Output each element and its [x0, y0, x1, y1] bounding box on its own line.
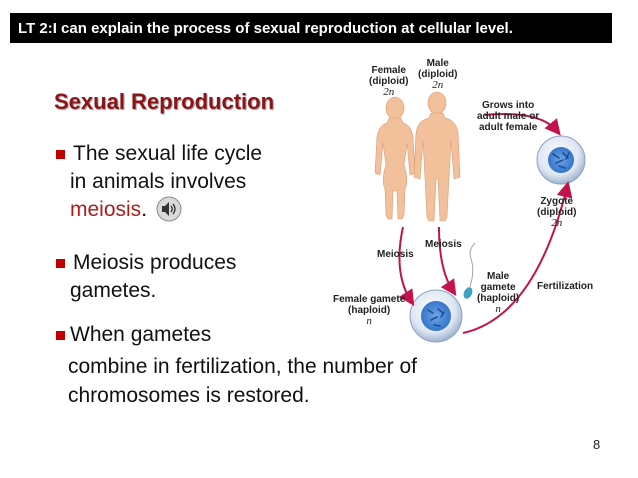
- zygote-cell-icon: [536, 135, 586, 185]
- egg-cell-icon: [409, 289, 463, 343]
- bullet-3-line-2: combine in fertilization, the number of: [68, 355, 418, 378]
- bullet-2-line-1: Meiosis produces: [73, 251, 237, 274]
- bullet-marker: [56, 150, 65, 159]
- bullet-2-line-2: gametes.: [70, 279, 157, 302]
- female-figure-icon: [374, 96, 416, 220]
- life-cycle-illustration: [374, 91, 586, 343]
- bullet-marker: [56, 259, 65, 268]
- speaker-icon[interactable]: [155, 196, 183, 222]
- bullet-1-line-2: in animals involves: [70, 170, 247, 193]
- meiosis-left-label: Meiosis: [377, 249, 414, 260]
- grow-arrow: [484, 113, 561, 136]
- learning-target-text: LT 2:I can explain the process of sexual…: [18, 20, 513, 37]
- male-figure-icon: [413, 91, 461, 222]
- life-cycle-figure: Female (diploid) 2n Male (diploid) 2n Gr…: [325, 55, 625, 405]
- bullet-1-period: .: [141, 198, 148, 221]
- grows-into-label: Grows into adult male or adult female: [477, 100, 540, 133]
- female-gamete-label: Female gamete (haploid) n: [333, 294, 406, 327]
- meiosis-right-label: Meiosis: [425, 239, 462, 250]
- bullet-1-line-1: The sexual life cycle: [73, 142, 263, 165]
- female-adult-label: Female (diploid) 2n: [369, 65, 409, 98]
- bullet-3-line-3: chromosomes is restored.: [68, 384, 310, 407]
- page-number: 8: [593, 437, 601, 452]
- fertilization-label: Fertilization: [537, 281, 594, 292]
- header-banner: LT 2:I can explain the process of sexual…: [10, 13, 612, 43]
- fertilization-arrow: [462, 181, 573, 334]
- sperm-cell-icon: [463, 242, 476, 299]
- zygote-label: Zygote (diploid) 2n: [537, 196, 577, 229]
- meiosis-arrow-left: [398, 226, 415, 307]
- bullet-3-line-1: When gametes: [70, 323, 212, 346]
- meiosis-term: meiosis: [70, 198, 142, 221]
- slide-title: Sexual Reproduction: [54, 89, 275, 114]
- meiosis-arrow-right: [438, 226, 457, 296]
- male-gamete-label: Male gamete (haploid) n: [477, 271, 520, 315]
- male-adult-label: Male (diploid) 2n: [418, 58, 458, 91]
- bullet-1-line-3: meiosis.: [70, 198, 147, 222]
- bullet-marker: [56, 331, 65, 340]
